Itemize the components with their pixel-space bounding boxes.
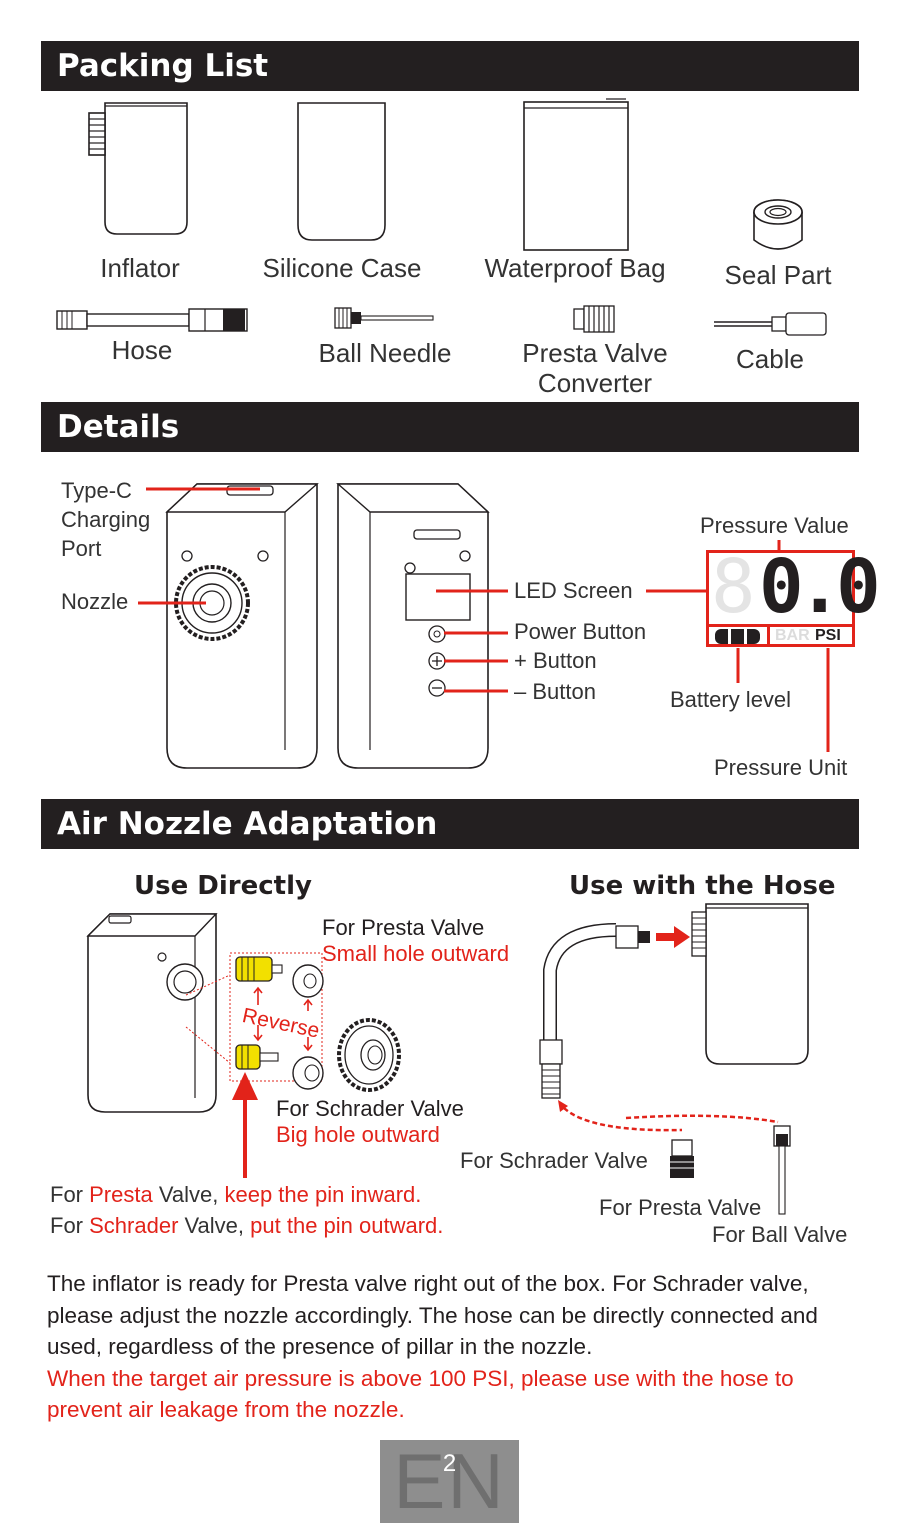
packing-label-seal-part: Seal Part — [724, 260, 832, 290]
battery-cell-icon — [747, 629, 760, 644]
hose-illustration — [56, 308, 248, 332]
usage-note-warning: When the target air pressure is above 10… — [47, 1365, 794, 1423]
silicone-case-illustration — [297, 102, 386, 241]
label-battery-level: Battery level — [670, 687, 792, 712]
usage-notes: The inflator is ready for Presta valve r… — [47, 1268, 862, 1426]
led-bottom-row: BAR PSI — [709, 624, 852, 647]
label-hose-ball: For Ball Valve — [712, 1222, 848, 1247]
battery-cell-icon — [731, 629, 744, 644]
schrader-pin-icon — [235, 1044, 279, 1070]
page-number: 2 — [442, 1450, 457, 1477]
label-pressure-value: Pressure Value — [700, 513, 849, 538]
packing-label-cable: Cable — [736, 344, 804, 374]
unit-psi: PSI — [815, 627, 841, 644]
heading-use-directly: Use Directly — [134, 871, 312, 901]
packing-label-silicone-case: Silicone Case — [262, 253, 422, 283]
label-for-presta-valve: For Presta Valve — [322, 915, 485, 940]
battery-cell-icon — [715, 629, 728, 644]
lock-ring-illustration — [337, 1018, 401, 1092]
packing-label-presta-converter: Presta Valve Converter — [522, 338, 668, 398]
seal-part-illustration — [753, 199, 803, 250]
details-callout-lines — [138, 487, 830, 752]
led-divider — [767, 627, 770, 647]
led-pressure-digits: 0.0 — [759, 544, 881, 630]
nozzle-adapter-parts — [185, 952, 324, 1090]
led-ghost-digit: 8 — [711, 544, 756, 630]
inflator-back-view — [336, 483, 490, 769]
hose-setup-illustration — [539, 903, 809, 1215]
packing-label-hose: Hose — [111, 335, 173, 365]
label-plus-button: + Button — [514, 648, 597, 673]
cable-illustration — [714, 312, 827, 336]
label-type-c-port: Type-C Charging Port — [61, 478, 151, 561]
label-hose-presta: For Presta Valve — [599, 1195, 762, 1220]
packing-label-inflator: Inflator — [100, 253, 180, 283]
label-nozzle: Nozzle — [61, 589, 129, 614]
unit-bar: BAR — [775, 627, 810, 644]
label-pressure-unit: Pressure Unit — [714, 755, 848, 780]
label-minus-button: – Button — [514, 679, 596, 704]
inflator-nozzle-illustration — [86, 913, 218, 1113]
heading-use-with-hose: Use with the Hose — [569, 871, 836, 901]
instruction-presta: For Presta Valve, keep the pin inward. — [50, 1182, 422, 1207]
page-footer: EN 2 — [380, 1440, 519, 1523]
label-for-schrader-valve: For Schrader Valve — [276, 1096, 464, 1121]
packing-label-ball-needle: Ball Needle — [318, 338, 452, 368]
presta-converter-illustration — [573, 305, 615, 333]
label-led-screen: LED Screen — [514, 578, 633, 603]
red-up-arrow-icon — [232, 1072, 258, 1178]
label-small-hole-outward: Small hole outward — [322, 941, 510, 966]
label-power-button: Power Button — [514, 619, 647, 644]
section-header-packing-list: Packing List — [41, 41, 859, 91]
presta-pin-icon — [235, 956, 283, 982]
ball-needle-illustration — [334, 307, 434, 329]
led-display: 8 0.0 BAR PSI — [706, 547, 881, 647]
inflator-illustration — [88, 102, 188, 235]
waterproof-bag-illustration — [523, 98, 629, 251]
label-big-hole-outward: Big hole outward — [276, 1122, 440, 1147]
language-code: EN — [393, 1437, 506, 1525]
inflator-front-view — [165, 483, 319, 769]
label-hose-schrader: For Schrader Valve — [460, 1148, 648, 1173]
instruction-schrader: For Schrader Valve, put the pin outward. — [50, 1213, 444, 1238]
led-digits-area: 8 0.0 — [709, 547, 881, 627]
packing-label-waterproof-bag: Waterproof Bag — [484, 253, 666, 283]
section-header-air-nozzle: Air Nozzle Adaptation — [41, 799, 859, 849]
battery-indicator — [715, 629, 761, 645]
section-header-details: Details — [41, 402, 859, 452]
usage-note-main: The inflator is ready for Presta valve r… — [47, 1271, 818, 1359]
